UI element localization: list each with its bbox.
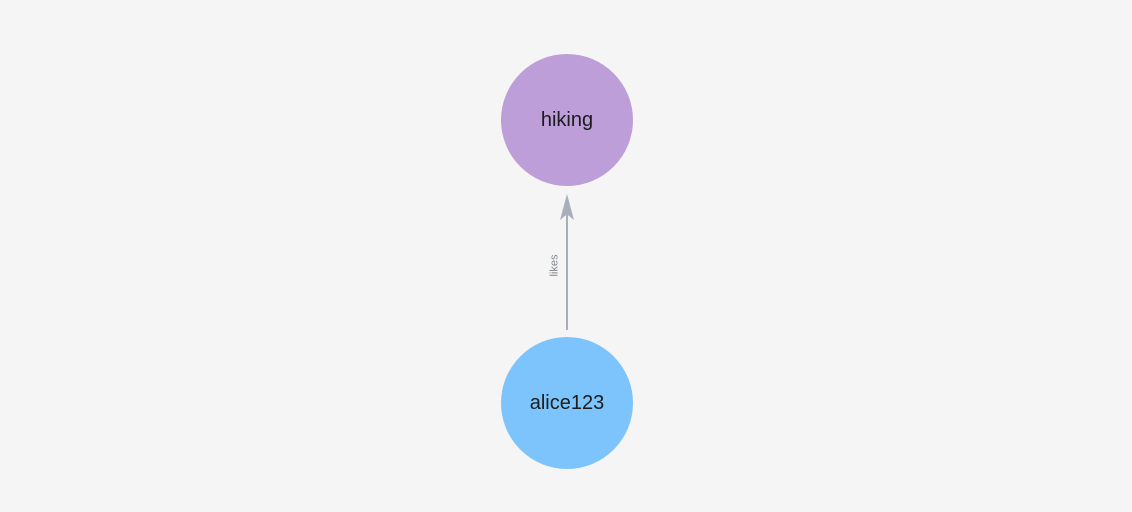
edge-alice123-likes-hiking[interactable] [560, 194, 574, 330]
graph-node-alice123[interactable]: alice123 [501, 337, 633, 469]
graph-node-label: alice123 [529, 392, 605, 414]
graph-node-label: hiking [540, 109, 594, 131]
edge-label-likes: likes [548, 254, 561, 277]
edge-arrowhead-icon [560, 194, 574, 220]
graph-node-hiking[interactable]: hiking [501, 54, 633, 186]
